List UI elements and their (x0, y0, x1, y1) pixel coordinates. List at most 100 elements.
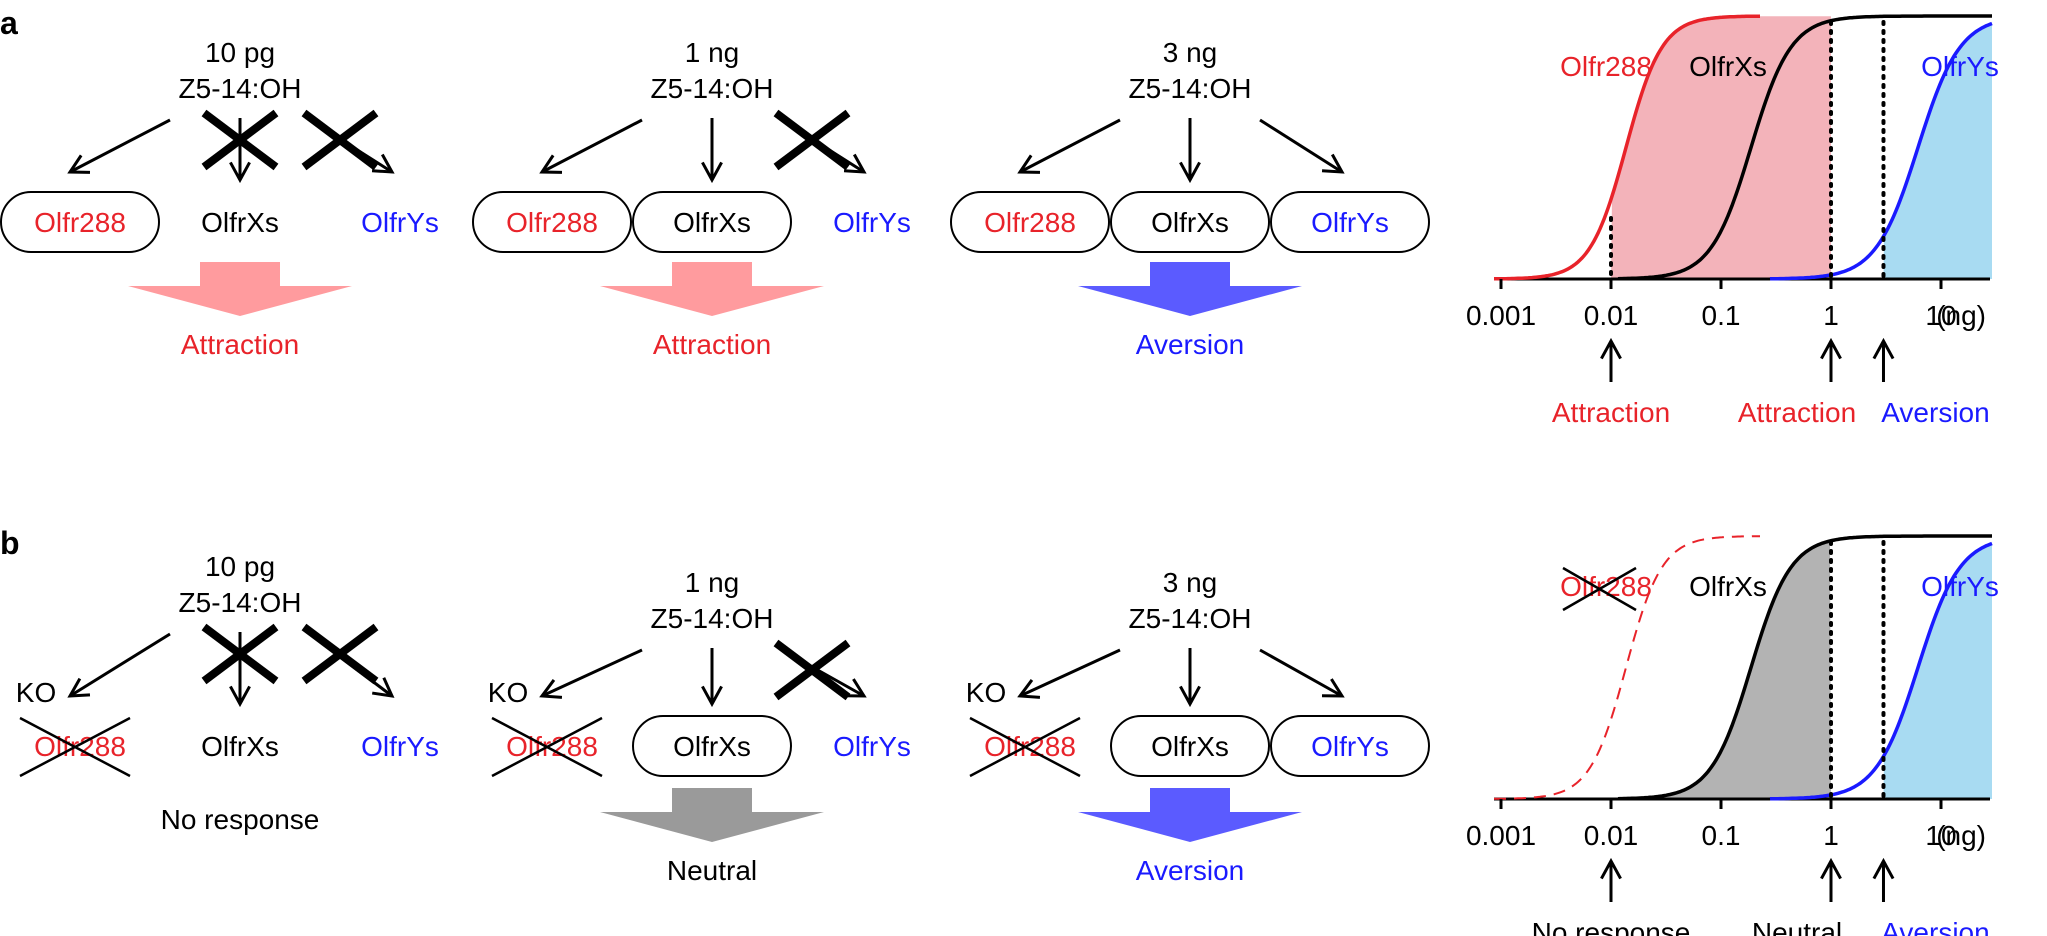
receptor-olfrys: OlfrYs (361, 731, 439, 762)
ko-label: KO (488, 677, 528, 708)
marker-arrow-2 (1820, 857, 1842, 902)
x-tick-label: 1 (1823, 300, 1839, 331)
aversion-area (1883, 23, 1992, 279)
pathway-arrow-olfrxs (229, 118, 251, 184)
receptor-olfr288: Olfr288 (34, 207, 126, 238)
marker-arrow-1 (1600, 857, 1622, 902)
x-tick-label: 10 (1925, 300, 1956, 331)
outcome-arrow (1078, 262, 1302, 316)
x-tick-label: 0.001 (1466, 820, 1536, 851)
panel-label-b: b (0, 525, 20, 561)
receptor-olfr288-ellipse (472, 191, 632, 253)
receptor-olfrys: OlfrYs (1311, 207, 1389, 238)
compound-label: Z5-14:OH (179, 73, 302, 104)
curve-olfrys (1769, 541, 1993, 801)
blocked-x-olfrys (773, 639, 851, 701)
outcome-label: Attraction (181, 329, 299, 360)
receptor-olfrxs: OlfrXs (673, 207, 751, 238)
receptor-olfr288: Olfr288 (34, 731, 126, 762)
x-tick-label: 0.001 (1466, 300, 1536, 331)
compound-label: Z5-14:OH (651, 603, 774, 634)
receptor-olfrxs: OlfrXs (201, 207, 279, 238)
curve-label-olfr288: Olfr288 (1560, 51, 1652, 82)
marker-label-1: Attraction (1552, 397, 1670, 428)
receptor-olfr288: Olfr288 (984, 207, 1076, 238)
pathway-arrow-olfr288 (67, 632, 171, 698)
blocked-x-olfrys (773, 109, 851, 171)
dose-response-chart-b: 0.0010.010.1110(ng)Olfr288OlfrXsOlfrYsNo… (1466, 534, 1999, 936)
compound-label: Z5-14:OH (1129, 73, 1252, 104)
dose-label: 1 ng (685, 37, 740, 68)
dose-label: 10 pg (205, 37, 275, 68)
x-tick-label: 0.01 (1584, 300, 1639, 331)
dose-label: 3 ng (1163, 37, 1218, 68)
receptor-olfrxs: OlfrXs (1151, 731, 1229, 762)
pathway-arrow-olfrys (1259, 648, 1345, 698)
receptor-olfrxs-ellipse (632, 715, 792, 777)
x-tick-label: 1 (1823, 820, 1839, 851)
marker-label-3: Aversion (1881, 917, 1989, 936)
marker-arrow-1 (1600, 337, 1622, 382)
knockout-strike (491, 716, 603, 778)
pathway-arrow-olfr288 (67, 118, 171, 174)
ko-label: KO (966, 677, 1006, 708)
receptor-olfrxs: OlfrXs (1151, 207, 1229, 238)
curve-label-olfrys: OlfrYs (1921, 51, 1999, 82)
knockout-strike (19, 716, 131, 778)
compound-label: Z5-14:OH (179, 587, 302, 618)
receptor-olfrys: OlfrYs (833, 731, 911, 762)
attraction-area (1611, 16, 1831, 279)
dose-label: 3 ng (1163, 567, 1218, 598)
x-tick-label: 0.1 (1702, 300, 1741, 331)
receptor-olfrys: OlfrYs (833, 207, 911, 238)
pathway-arrow-olfrxs (229, 632, 251, 708)
curve-label-olfrxs: OlfrXs (1689, 571, 1767, 602)
marker-label-1: No response (1532, 917, 1691, 936)
receptor-olfr288: Olfr288 (506, 731, 598, 762)
blocked-x-olfrys (301, 623, 379, 685)
pathway-arrow-olfrys (1259, 118, 1345, 174)
receptor-olfrxs-ellipse (1110, 715, 1270, 777)
marker-arrow-3 (1872, 337, 1895, 382)
pathway-arrow-olfrxs (701, 648, 723, 708)
curve-label-olfrxs: OlfrXs (1689, 51, 1767, 82)
ko-label: KO (16, 677, 56, 708)
pathway-arrow-olfr288 (539, 118, 643, 174)
marker-label-3: Aversion (1881, 397, 1989, 428)
marker-label-2: Neutral (1752, 917, 1842, 936)
receptor-olfrxs-ellipse (1110, 191, 1270, 253)
outcome-arrow (128, 262, 352, 316)
marker-label-2: Attraction (1738, 397, 1856, 428)
aversion-area (1883, 543, 1992, 799)
pathway-arrow-olfr288 (1017, 648, 1121, 699)
pathway-arrow-olfr288 (1017, 118, 1121, 174)
pathway-arrow-olfrxs (701, 118, 723, 184)
outcome-label: Neutral (667, 855, 757, 886)
curve-olfrxs (1617, 534, 1992, 801)
dose-label: 1 ng (685, 567, 740, 598)
outcome-label: No response (161, 804, 320, 835)
receptor-olfrxs: OlfrXs (673, 731, 751, 762)
curve-olfrys (1769, 21, 1993, 281)
dose-response-chart-a: 0.001 0.01 0.1 1 10(ng) Olfr288 OlfrXs OlfrYsAt… (1466, 14, 1999, 428)
outcome-label: Attraction (653, 329, 771, 360)
compound-label: Z5-14:OH (651, 73, 774, 104)
outcome-arrow (600, 262, 824, 316)
receptor-olfrxs: OlfrXs (201, 731, 279, 762)
x-unit-label: (ng) (1936, 300, 1986, 331)
x-tick-label: 0.01 (1584, 820, 1639, 851)
neutral-area (1611, 541, 1831, 799)
pathway-arrow-olfrxs (1179, 118, 1201, 184)
knockout-strike (1562, 566, 1637, 612)
receptor-olfr288-ellipse (950, 191, 1110, 253)
receptor-olfrys: OlfrYs (361, 207, 439, 238)
x-tick-label: 0.1 (1702, 820, 1741, 851)
curve-label-olfrys: OlfrYs (1921, 571, 1999, 602)
scenario-a-1: 10 pg Z5-14:OH Olfr288 OlfrXs OlfrYsAttracti… (0, 37, 439, 360)
pathway-arrow-olfrxs (1179, 648, 1201, 708)
